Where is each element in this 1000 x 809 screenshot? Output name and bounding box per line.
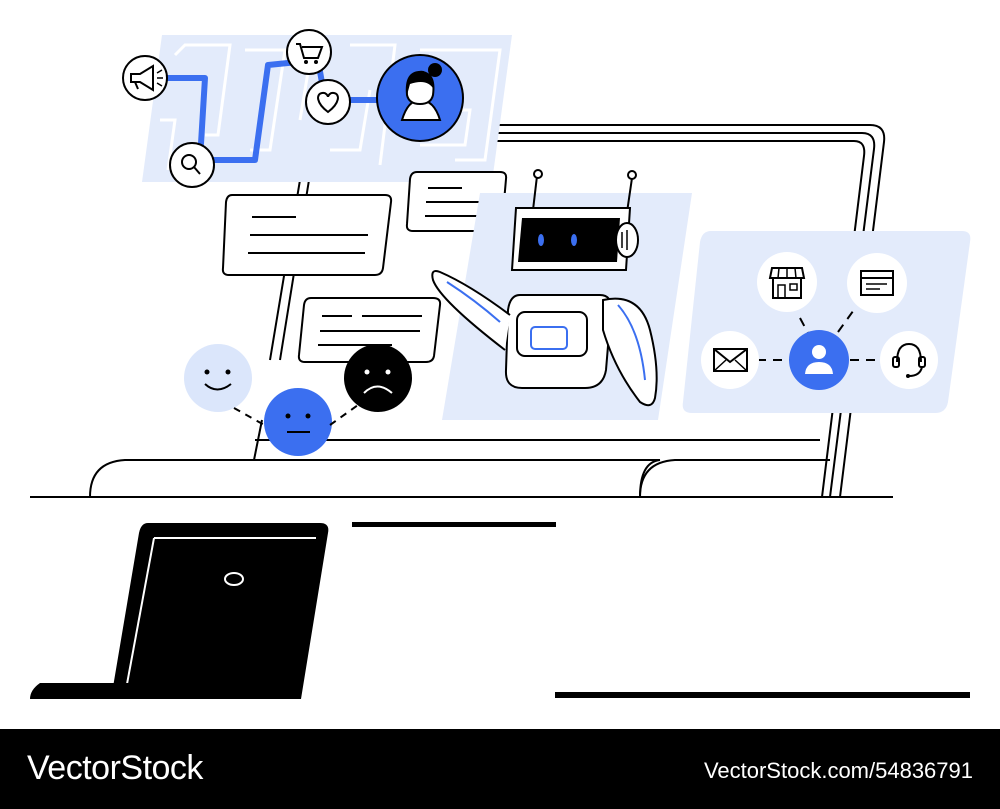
decor-bar-bottom (555, 692, 970, 698)
megaphone-icon (122, 55, 168, 101)
search-icon (169, 142, 215, 188)
user-avatar-icon (376, 54, 464, 142)
watermark-footer: VectorStock VectorStock.com/54836791 (0, 729, 1000, 809)
robot-assistant (431, 169, 692, 420)
browser-window-icon (847, 253, 907, 313)
sad-face-icon (344, 344, 412, 412)
cart-icon (286, 29, 332, 75)
chat-bubble-middle (297, 297, 442, 363)
user-icon (789, 330, 849, 390)
neutral-face-icon (264, 388, 332, 456)
small-laptop (30, 523, 329, 699)
stock-id: VectorStock.com/54836791 (703, 758, 973, 783)
heart-icon (305, 79, 351, 125)
shop-icon (757, 252, 817, 312)
chat-bubble-large (221, 194, 393, 276)
emotion-connectors (233, 404, 359, 427)
illustration (30, 29, 971, 699)
happy-face-icon (184, 344, 252, 412)
envelope-icon (701, 331, 759, 389)
headset-icon (880, 331, 938, 389)
vectorstock-logo: VectorStock (27, 749, 203, 787)
decor-bar-top (352, 522, 556, 527)
